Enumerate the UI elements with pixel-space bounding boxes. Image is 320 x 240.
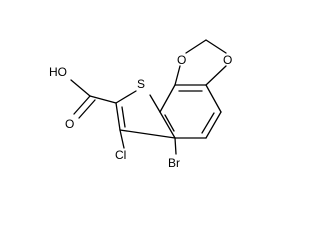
bond-o3-c6 (205, 65, 227, 86)
bond-cooh-o-2 (78, 99, 96, 119)
hydroxyl-label: HO (49, 65, 67, 79)
bond-c5-c4 (205, 111, 222, 139)
bond-cooh-o-1 (73, 95, 91, 115)
bond-c7-o1 (174, 65, 181, 86)
chlorine-label: Cl (115, 148, 126, 162)
bonds (70, 39, 227, 155)
bond-c3a-c7a-inner (164, 114, 175, 132)
bond-c7a-c7 (159, 84, 176, 113)
bond-o1-ch2 (185, 39, 207, 54)
bond-c2-c3-inner (121, 106, 126, 128)
bond-c4-br (174, 137, 177, 155)
dioxole-oxygen-upper-label: O (177, 53, 186, 67)
bond-c3-cl (119, 129, 125, 149)
bond-c2-cooh (89, 95, 117, 104)
bond-cooh-oh (70, 79, 91, 97)
carbonyl-oxygen-label: O (65, 117, 74, 131)
dioxole-oxygen-right-label: O (223, 53, 232, 67)
bond-ch2-o3 (205, 39, 227, 54)
bond-s-c2 (115, 90, 137, 104)
bond-c3-c3a (119, 129, 176, 139)
molecule-structure: HO O S O O Cl Br (49, 39, 232, 170)
bond-c2-c3 (115, 102, 121, 131)
bond-c7a-s (149, 94, 161, 113)
bond-c6-c5 (205, 84, 222, 113)
bond-c3a-c7a (159, 111, 176, 139)
bromine-label: Br (168, 156, 180, 170)
atom-labels: HO O S O O Cl Br (49, 53, 232, 170)
sulfur-label: S (137, 77, 145, 91)
bond-c5-c4-inner (201, 112, 215, 134)
